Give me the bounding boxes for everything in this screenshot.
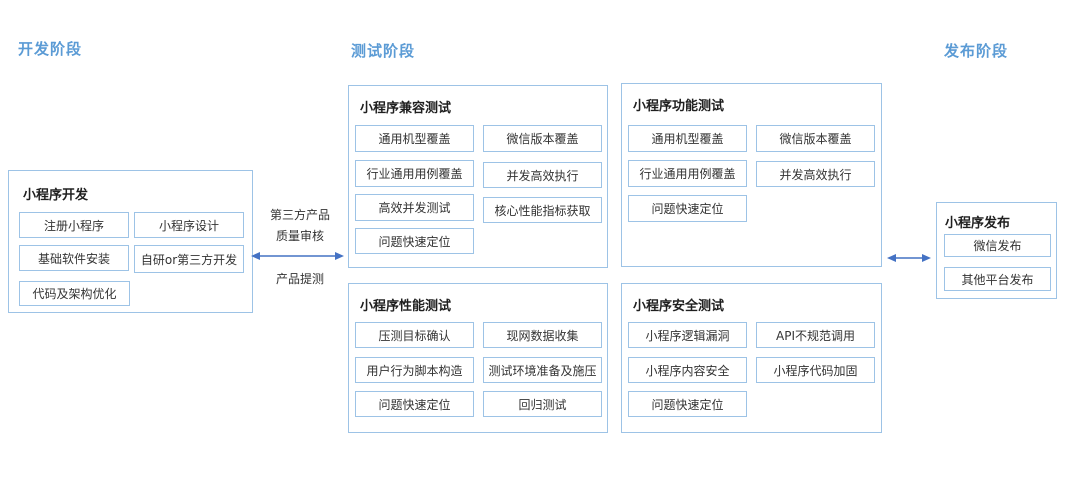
release-item-wechat: 微信发布 — [944, 234, 1051, 257]
test-item: 核心性能指标获取 — [483, 197, 602, 223]
test-box-compatibility: 小程序兼容测试 通用机型覆盖 行业通用用例覆盖 高效并发测试 问题快速定位 微信… — [348, 85, 608, 268]
release-box-title: 小程序发布 — [945, 216, 1011, 231]
test-item: 问题快速定位 — [355, 391, 474, 417]
test-item: 问题快速定位 — [628, 391, 747, 417]
test-item: 微信版本覆盖 — [756, 125, 875, 152]
test-item: 小程序内容安全 — [628, 357, 747, 383]
test-box-performance-title: 小程序性能测试 — [360, 299, 452, 314]
phase-header-release: 发布阶段 — [944, 42, 1009, 60]
dev-item-self-or-thirdparty: 自研or第三方开发 — [134, 245, 244, 273]
release-item-other-platforms: 其他平台发布 — [944, 267, 1051, 291]
test-box-functional-title: 小程序功能测试 — [633, 99, 725, 114]
test-item: 问题快速定位 — [628, 195, 747, 222]
test-box-security-title: 小程序安全测试 — [633, 299, 725, 314]
test-box-performance: 小程序性能测试 压测目标确认 用户行为脚本构造 问题快速定位 现网数据收集 测试… — [348, 283, 608, 433]
test-box-security: 小程序安全测试 小程序逻辑漏洞 小程序内容安全 问题快速定位 API不规范调用 … — [621, 283, 882, 433]
test-item: 用户行为脚本构造 — [355, 357, 474, 383]
test-item: 现网数据收集 — [483, 322, 602, 348]
test-item: 小程序代码加固 — [756, 357, 875, 383]
phase-header-development: 开发阶段 — [18, 40, 83, 58]
test-item: 并发高效执行 — [483, 162, 602, 188]
dev-box: 小程序开发 注册小程序 小程序设计 基础软件安装 自研or第三方开发 代码及架构… — [8, 170, 253, 313]
test-item: 并发高效执行 — [756, 161, 875, 187]
test-item: 通用机型覆盖 — [355, 125, 474, 152]
test-item: 行业通用用例覆盖 — [628, 160, 747, 187]
test-box-compatibility-title: 小程序兼容测试 — [360, 101, 452, 116]
test-item: 通用机型覆盖 — [628, 125, 747, 152]
phase-header-testing: 测试阶段 — [351, 42, 416, 60]
test-item: 行业通用用例覆盖 — [355, 160, 474, 187]
test-item: 微信版本覆盖 — [483, 125, 602, 152]
test-item: 压测目标确认 — [355, 322, 474, 348]
test-item: 小程序逻辑漏洞 — [628, 322, 747, 348]
release-box: 小程序发布 微信发布 其他平台发布 — [936, 202, 1057, 299]
connector-label-quality-audit: 质量审核 — [275, 229, 324, 243]
dev-item-design: 小程序设计 — [134, 212, 244, 238]
dev-item-software-install: 基础软件安装 — [19, 245, 129, 271]
double-arrow-icon — [251, 252, 344, 260]
dev-box-title: 小程序开发 — [23, 188, 89, 203]
connector-label-thirdparty-product: 第三方产品 — [269, 208, 330, 222]
test-box-functional: 小程序功能测试 通用机型覆盖 行业通用用例覆盖 问题快速定位 微信版本覆盖 并发… — [621, 83, 882, 267]
test-item: API不规范调用 — [756, 322, 875, 348]
test-item: 测试环境准备及施压 — [483, 357, 602, 383]
test-item: 高效并发测试 — [355, 194, 474, 221]
double-arrow-icon — [887, 254, 931, 262]
test-item: 问题快速定位 — [355, 228, 474, 254]
dev-item-code-arch: 代码及架构优化 — [19, 281, 130, 306]
connector-label-product-submit: 产品提测 — [275, 272, 324, 286]
dev-item-register: 注册小程序 — [19, 212, 129, 238]
test-item: 回归测试 — [483, 391, 602, 417]
